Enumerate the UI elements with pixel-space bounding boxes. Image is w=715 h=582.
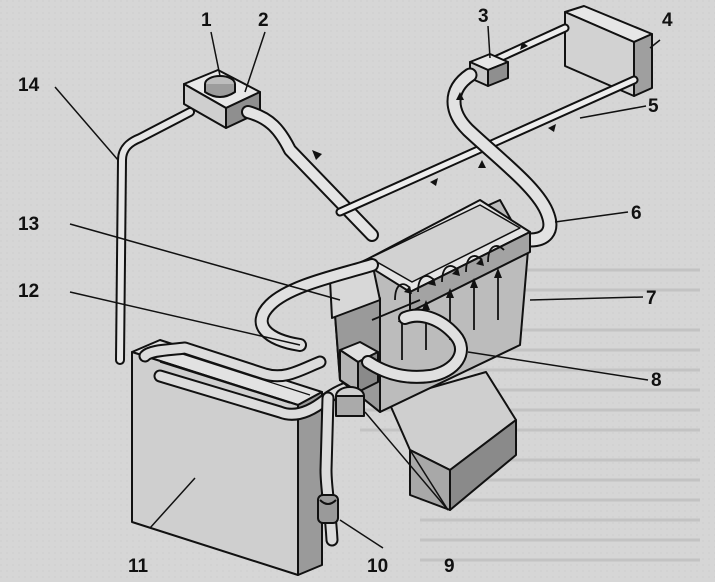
heater-supply-hose — [446, 67, 558, 248]
callout-6: 6 — [631, 203, 642, 224]
callout-10: 10 — [367, 556, 388, 577]
heater-valve — [469, 53, 509, 87]
pipe-direction-arrows — [312, 42, 556, 186]
expansion-tank — [183, 69, 261, 129]
callout-5: 5 — [648, 96, 659, 117]
callout-labels: 1 2 3 4 5 6 7 8 9 10 11 12 13 14 — [18, 6, 673, 577]
callout-7: 7 — [646, 288, 657, 309]
callout-3: 3 — [478, 6, 489, 27]
callout-13: 13 — [18, 214, 39, 235]
engine-inlet-hoses — [254, 258, 379, 352]
thermostat-hose — [361, 308, 468, 384]
callout-2: 2 — [258, 10, 269, 31]
heater-core — [564, 5, 653, 97]
hose-clamp-10 — [317, 494, 339, 524]
leader-lines — [54, 25, 661, 549]
callout-12: 12 — [18, 281, 39, 302]
tank-hose — [241, 105, 379, 242]
callout-1: 1 — [201, 10, 212, 31]
callout-4: 4 — [662, 10, 673, 31]
bypass-pipe — [115, 107, 195, 365]
callout-14: 14 — [18, 75, 40, 96]
callout-9: 9 — [444, 556, 455, 577]
callout-8: 8 — [651, 370, 662, 391]
callout-11: 11 — [128, 556, 149, 577]
engine-block — [329, 199, 531, 511]
